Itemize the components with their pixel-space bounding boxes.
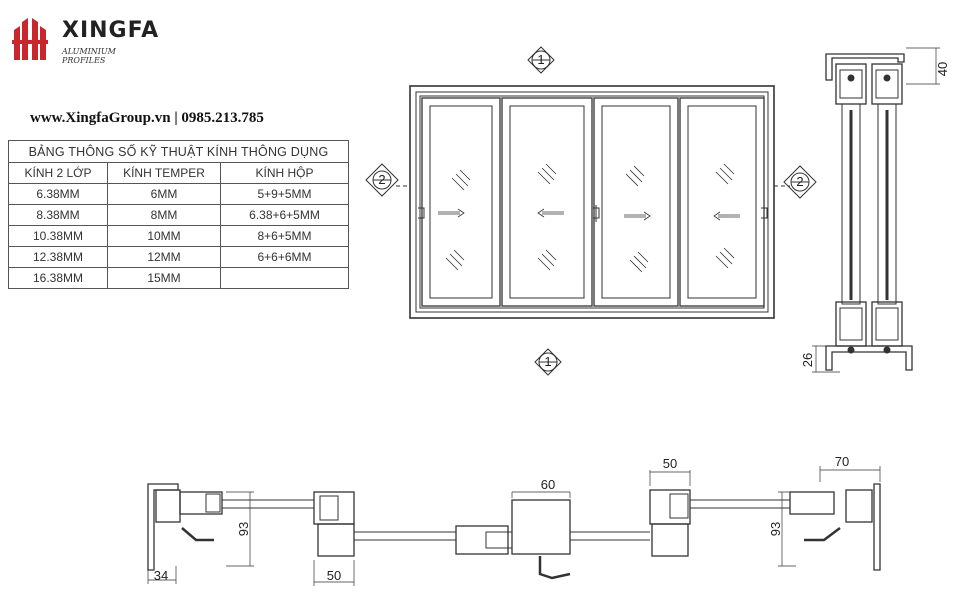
section-label-right: 2 — [796, 174, 803, 189]
section-marker-top — [527, 46, 555, 74]
dim-vertical-top: 40 — [935, 62, 950, 76]
glass-spec-table: BẢNG THÔNG SỐ KỸ THUẬT KÍNH THÔNG DỤNG K… — [8, 140, 349, 289]
brand-tagline: ALUMINIUM PROFILES — [62, 47, 116, 65]
window-elevation — [396, 85, 790, 319]
dim-plan-right-depth: 93 — [768, 522, 783, 536]
section-label-bottom: 1 — [544, 354, 551, 369]
section-marker-right — [783, 165, 817, 199]
dim-plan-right-sash: 50 — [663, 456, 677, 471]
table-header: KÍNH TEMPER — [107, 162, 221, 184]
table-cell: 6.38+6+5MM — [220, 204, 349, 226]
section-marker-left — [365, 163, 399, 197]
contact-line: www.XingfaGroup.vn | 0985.213.785 — [30, 110, 264, 126]
table-cell: 12MM — [107, 246, 221, 268]
dim-plan-center: 60 — [541, 477, 555, 492]
section-label-left: 2 — [378, 172, 385, 187]
dim-vertical-bottom: 26 — [800, 353, 815, 367]
table-cell: 15MM — [107, 267, 221, 289]
vertical-section — [812, 47, 940, 373]
dimension-labels: 40 26 34 93 50 60 50 70 93 1 1 2 2 — [154, 52, 950, 583]
xingfa-logo: XINGFA ALUMINIUM PROFILES — [10, 8, 158, 66]
dim-plan-right-width: 70 — [835, 454, 849, 469]
section-label-top: 1 — [537, 52, 544, 67]
table-cell: 8+6+5MM — [220, 225, 349, 247]
table-cell — [220, 267, 349, 289]
xingfa-logo-mark — [12, 18, 48, 60]
section-marker-bottom — [534, 348, 562, 376]
plan-section — [147, 466, 881, 586]
dim-plan-left-width: 34 — [154, 568, 168, 583]
table-cell: 6.38MM — [8, 183, 108, 205]
dim-plan-left-sash: 50 — [327, 568, 341, 583]
dim-plan-left-depth: 93 — [236, 522, 251, 536]
brand-name: XINGFA — [62, 18, 160, 43]
